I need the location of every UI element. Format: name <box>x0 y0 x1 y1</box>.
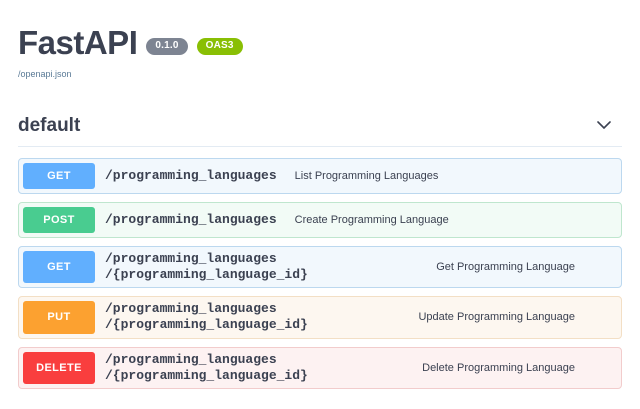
operation-path-line: /programming_languages <box>105 211 277 227</box>
operation-row[interactable]: POST/programming_languages Create Program… <box>18 201 622 238</box>
openapi-spec-link[interactable]: /openapi.json <box>18 68 72 79</box>
operation-path: /programming_languages <box>95 212 287 228</box>
operation-method-badge: PUT <box>23 301 95 334</box>
operation-path: /programming_languages/{programming_lang… <box>95 251 318 284</box>
tag-name-label: default <box>18 114 81 136</box>
operation-summary: Delete Programming Language <box>422 361 575 374</box>
operation-method-badge: GET <box>23 250 95 284</box>
operations-list: GET/programming_languages List Programmin… <box>0 157 640 390</box>
operation-path-line: /{programming_language_id} <box>105 266 308 282</box>
operation-row[interactable]: DELETE/programming_languages/{programmin… <box>18 346 622 390</box>
operation-row[interactable]: PUT/programming_languages/{programming_l… <box>18 296 622 339</box>
version-badge: 0.1.0 <box>146 37 188 55</box>
operation-method-badge: POST <box>23 206 95 233</box>
oas-version-badge: OAS3 <box>196 37 243 55</box>
operation-method-badge: GET <box>23 162 95 189</box>
api-title-row: FastAPI 0.1.0 OAS3 <box>18 24 622 61</box>
operation-path-line: /programming_languages <box>105 250 277 266</box>
operation-path-line: /programming_languages <box>105 351 277 367</box>
operation-path-line: /{programming_language_id} <box>105 367 308 383</box>
api-info-block: FastAPI 0.1.0 OAS3 /openapi.json <box>0 0 640 82</box>
tag-header-default[interactable]: default <box>18 115 622 147</box>
operation-summary: Create Programming Language <box>294 213 449 226</box>
operation-path-line: /programming_languages <box>105 301 277 317</box>
operation-row[interactable]: GET/programming_languages/{programming_l… <box>18 245 622 289</box>
operation-method-badge: DELETE <box>23 351 95 385</box>
page-title: FastAPI <box>18 24 138 61</box>
operation-path-line: /programming_languages <box>105 167 277 183</box>
operation-path-line: /{programming_language_id} <box>105 317 308 333</box>
chevron-down-icon[interactable] <box>596 118 612 134</box>
operation-summary: Update Programming Language <box>418 311 575 324</box>
operation-row[interactable]: GET/programming_languages List Programmin… <box>18 157 622 194</box>
operation-summary: Get Programming Language <box>436 260 575 273</box>
operation-path: /programming_languages/{programming_lang… <box>95 301 318 334</box>
operation-summary: List Programming Languages <box>294 169 439 182</box>
operation-path: /programming_languages/{programming_lang… <box>95 352 318 385</box>
tag-section-default: default <box>0 115 640 147</box>
operation-path: /programming_languages <box>95 168 287 184</box>
